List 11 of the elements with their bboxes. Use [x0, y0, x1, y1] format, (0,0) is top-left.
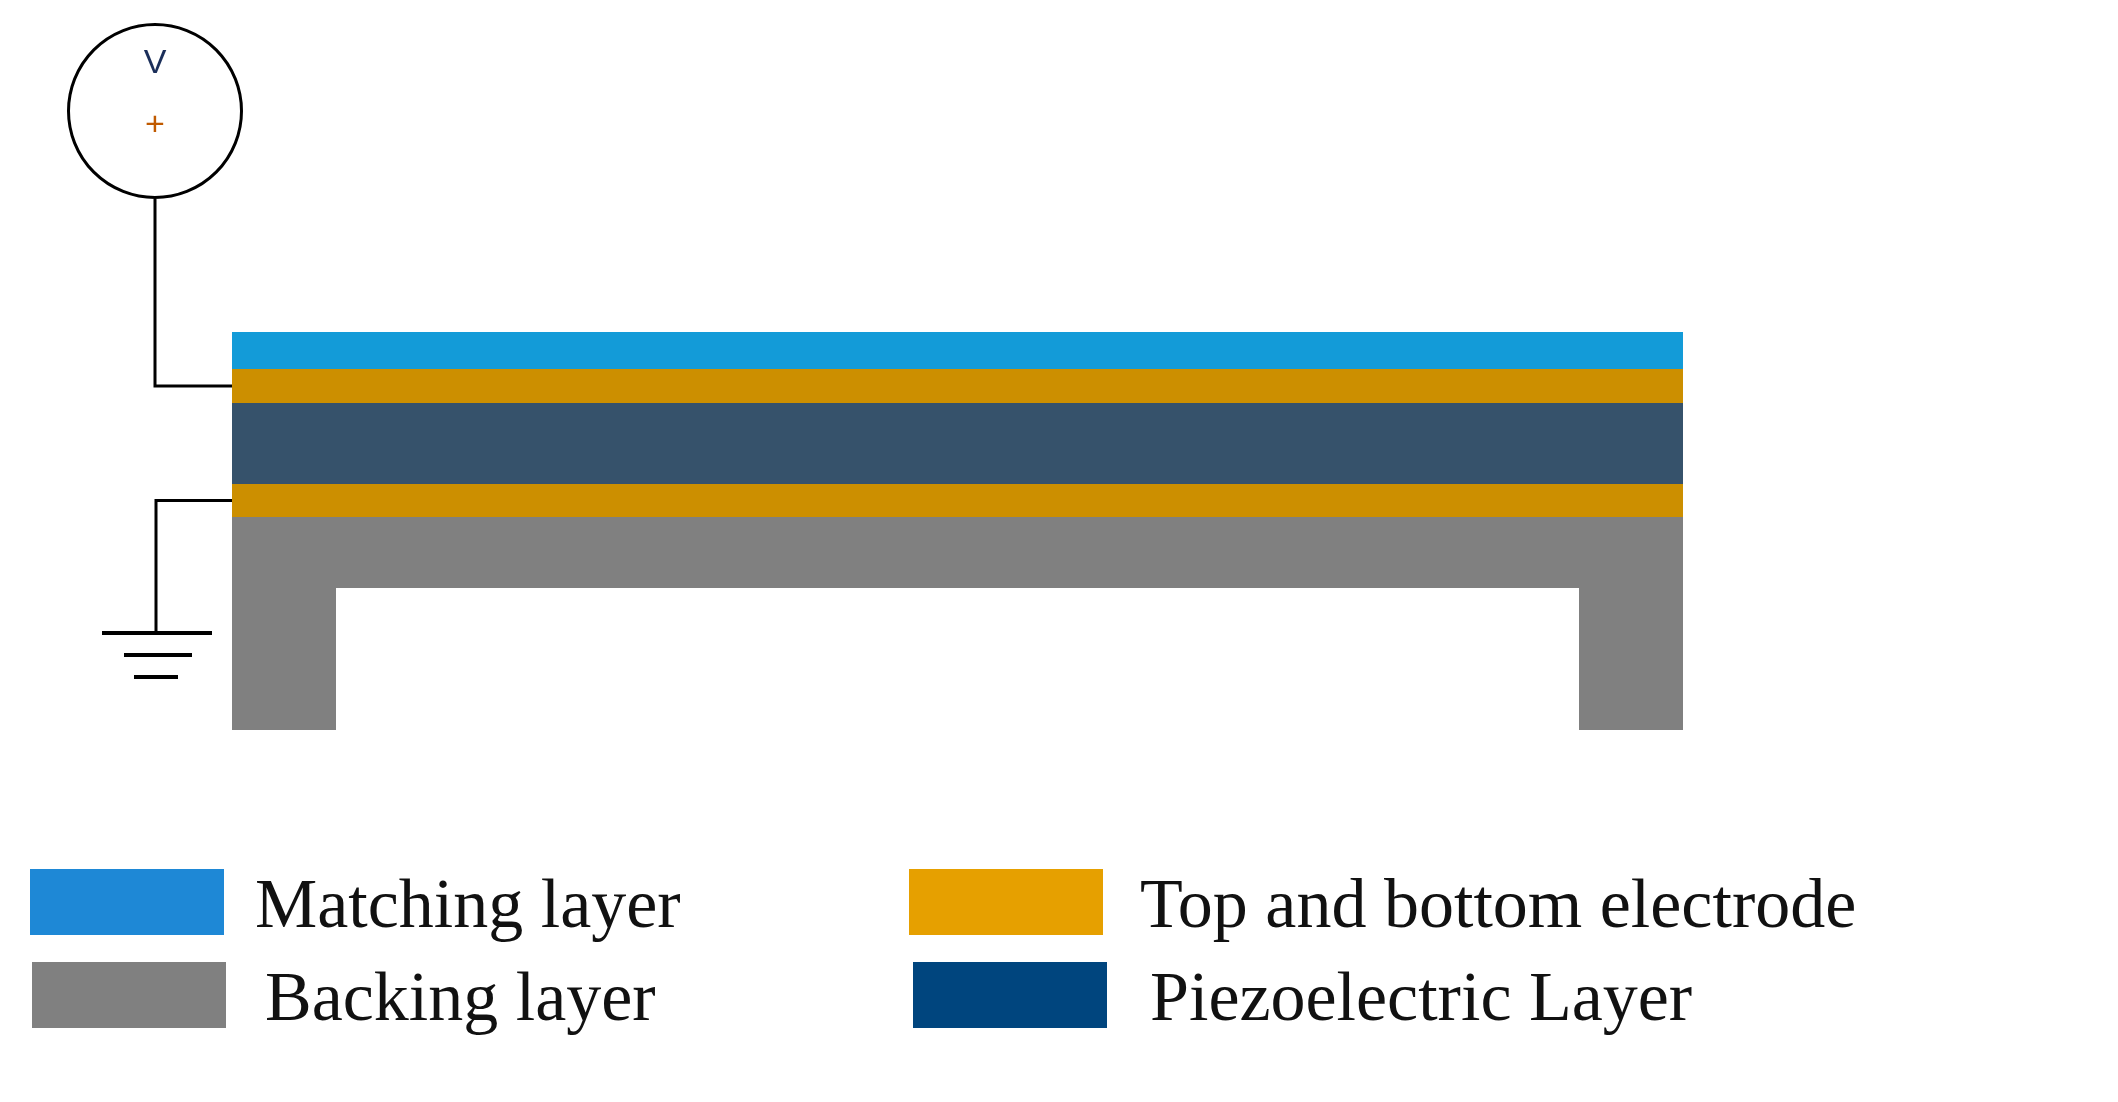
- wire: [154, 499, 232, 633]
- wire: [153, 199, 232, 388]
- piezoelectric-layer: [232, 403, 1683, 484]
- polarity-sign: +: [145, 106, 165, 140]
- bottom-electrode: [232, 484, 1683, 517]
- ground-symbol: [100, 630, 212, 680]
- matching-layer: [232, 332, 1683, 369]
- voltage-label: V: [143, 44, 167, 78]
- top-electrode: [232, 369, 1683, 403]
- backing-layer: [232, 517, 1683, 730]
- voltage-source: [67, 23, 243, 199]
